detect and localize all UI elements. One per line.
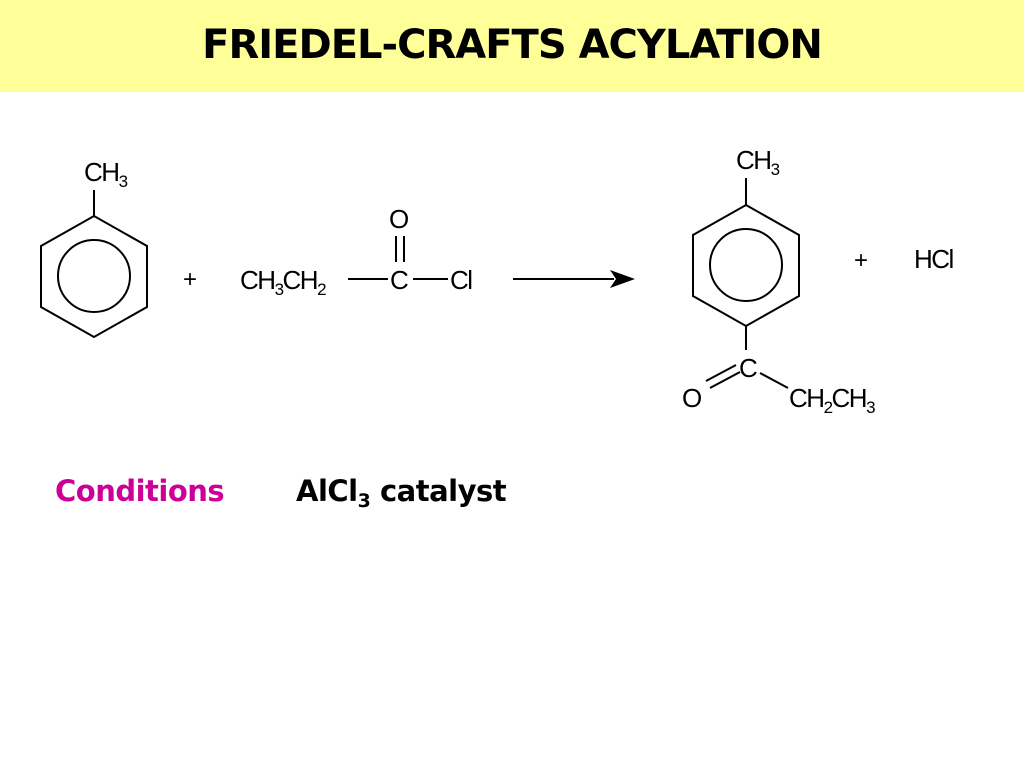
- reaction-arrow: [513, 270, 635, 288]
- conditions-label: Conditions: [55, 474, 225, 508]
- propanoyl-chain-label: CH3CH2: [240, 265, 326, 299]
- product-carbonyl-carbon-label: C: [739, 353, 757, 383]
- catalyst-subscript: 3: [357, 490, 371, 512]
- product-carbonyl-double-bond-a: [705, 364, 737, 382]
- carbonyl-oxygen-label: O: [389, 204, 408, 234]
- hcl-label: HCl: [914, 244, 954, 274]
- catalyst-formula: AlCl: [296, 474, 358, 508]
- product-structure: CH3 C O CH2CH3: [682, 145, 877, 417]
- catalyst-text: AlCl3 catalyst: [296, 474, 507, 512]
- toluene-methyl-label: CH3: [84, 157, 128, 191]
- aromatic-circle: [57, 239, 131, 313]
- title-bar: [0, 0, 1024, 92]
- carbonyl-ethyl-bond: [759, 372, 789, 389]
- propanoyl-chloride-structure: CH3CH2 C O Cl: [240, 204, 474, 299]
- plus-sign: +: [183, 266, 197, 293]
- toluene-structure: CH3: [40, 157, 148, 339]
- product-carbonyl-double-bond-b: [709, 371, 741, 389]
- product-benzene-ring: [692, 203, 800, 328]
- product-aromatic-circle: [709, 228, 783, 302]
- carbonyl-carbon-label: C: [390, 265, 408, 295]
- benzene-ring: [40, 214, 148, 339]
- plus-sign-product: +: [854, 247, 868, 274]
- product-methyl-label: CH3: [736, 145, 780, 179]
- catalyst-descriptor: catalyst: [370, 474, 507, 508]
- product-ethyl-label: CH2CH3: [789, 383, 875, 417]
- slide-title: FRIEDEL-CRAFTS ACYLATION: [202, 22, 823, 68]
- product-carbonyl-oxygen-label: O: [682, 383, 701, 413]
- chlorine-label: Cl: [450, 265, 472, 295]
